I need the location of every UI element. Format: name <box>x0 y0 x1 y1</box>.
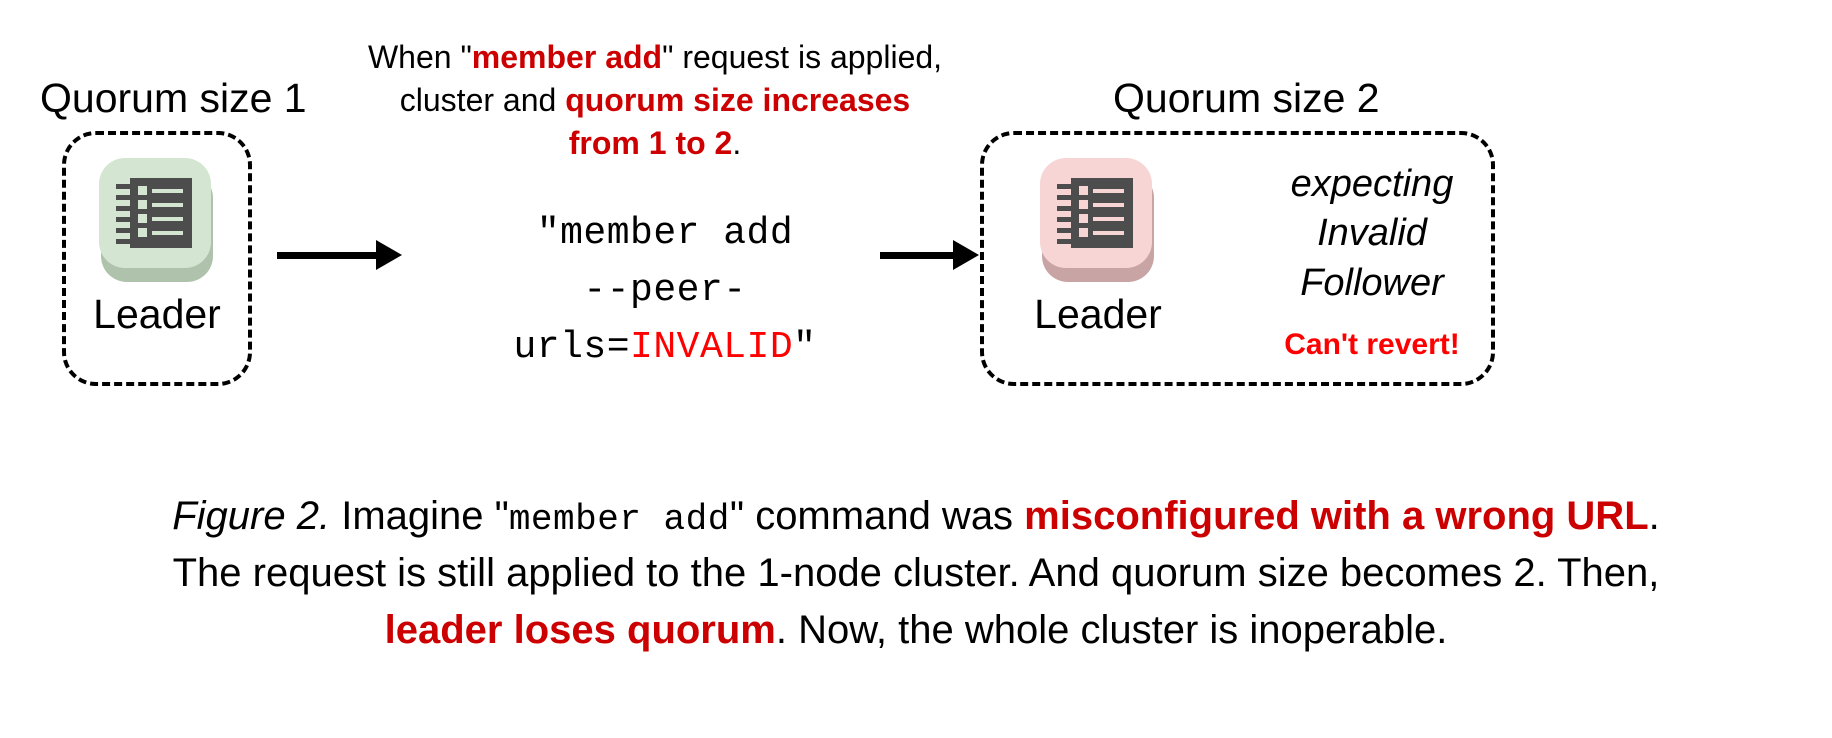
command-l2-c: " <box>793 326 817 369</box>
annotation-l1-b: member add <box>471 39 663 75</box>
annotation-l1-a: When " <box>367 39 472 75</box>
annotation-l3-a: from 1 to 2 <box>568 125 733 162</box>
caption-line-1: Figure 2. Imagine "member add" command w… <box>0 488 1832 545</box>
caption-mono-command: member add <box>508 499 730 540</box>
left-cluster-title: Quorum size 1 <box>40 75 307 121</box>
right-cluster-boundary <box>980 131 1495 386</box>
server-rack-icon <box>99 158 211 268</box>
caption-p5: . Now, the whole cluster is inoperable. <box>775 607 1448 652</box>
arrow-head <box>376 240 402 270</box>
annotation-line-1: When "member add" request is applied, <box>355 36 955 79</box>
server-rack-icon <box>1040 158 1152 268</box>
annotation-l2-b: quorum size increases <box>565 82 911 119</box>
arrow-head <box>953 240 979 270</box>
expecting-line-2: Invalid <box>1317 212 1427 255</box>
annotation-l1-c: " request is applied, <box>662 39 943 75</box>
annotation-l3-b: . <box>732 125 742 162</box>
figure-caption: Figure 2. Imagine "member add" command w… <box>0 488 1832 659</box>
right-node: Leader <box>1022 158 1174 335</box>
caption-label: Figure 2. <box>172 494 331 538</box>
caption-strong-leader-loses-quorum: leader loses quorum <box>384 607 776 652</box>
right-cluster-title: Quorum size 2 <box>1113 75 1380 121</box>
left-node: Leader <box>81 158 233 335</box>
right-node-icon-wrap <box>1040 158 1156 282</box>
expecting-follower-text: expecting Invalid Follower <box>1258 160 1486 308</box>
annotation-l2-a: cluster and <box>399 82 566 119</box>
expecting-line-3: Follower <box>1300 261 1444 304</box>
command-line-2: --peer-urls=INVALID" <box>440 262 890 376</box>
expecting-line-1: expecting <box>1290 163 1454 205</box>
command-text: "member add --peer-urls=INVALID" <box>440 205 890 376</box>
caption-p1: Imagine " <box>330 494 509 538</box>
caption-line-2: The request is still applied to the 1-no… <box>172 551 1660 596</box>
left-cluster-boundary <box>62 131 252 386</box>
command-l2-a: --peer-urls= <box>513 269 747 369</box>
caption-p3: . <box>1648 494 1660 538</box>
arrow-shaft <box>880 251 954 259</box>
arrow-right-icon <box>277 240 402 270</box>
caption-p2: " command was <box>729 494 1025 538</box>
arrow-right-icon <box>880 240 979 270</box>
annotation-line-2: cluster and quorum size increases <box>355 79 955 122</box>
caption-line-3: leader loses quorum. Now, the whole clus… <box>0 602 1832 659</box>
left-node-icon-wrap <box>99 158 215 282</box>
right-node-label: Leader <box>1034 291 1162 337</box>
left-node-label: Leader <box>93 291 221 337</box>
arrow-shaft <box>277 251 377 259</box>
command-line-1: "member add <box>536 212 794 255</box>
annotation-text: When "member add" request is applied, cl… <box>355 36 955 166</box>
cant-revert-warning: Can't revert! <box>1284 328 1460 361</box>
caption-strong-misconfigured: misconfigured with a wrong URL <box>1024 494 1649 538</box>
command-invalid-value: INVALID <box>630 326 794 369</box>
annotation-line-3: from 1 to 2. <box>355 122 955 165</box>
